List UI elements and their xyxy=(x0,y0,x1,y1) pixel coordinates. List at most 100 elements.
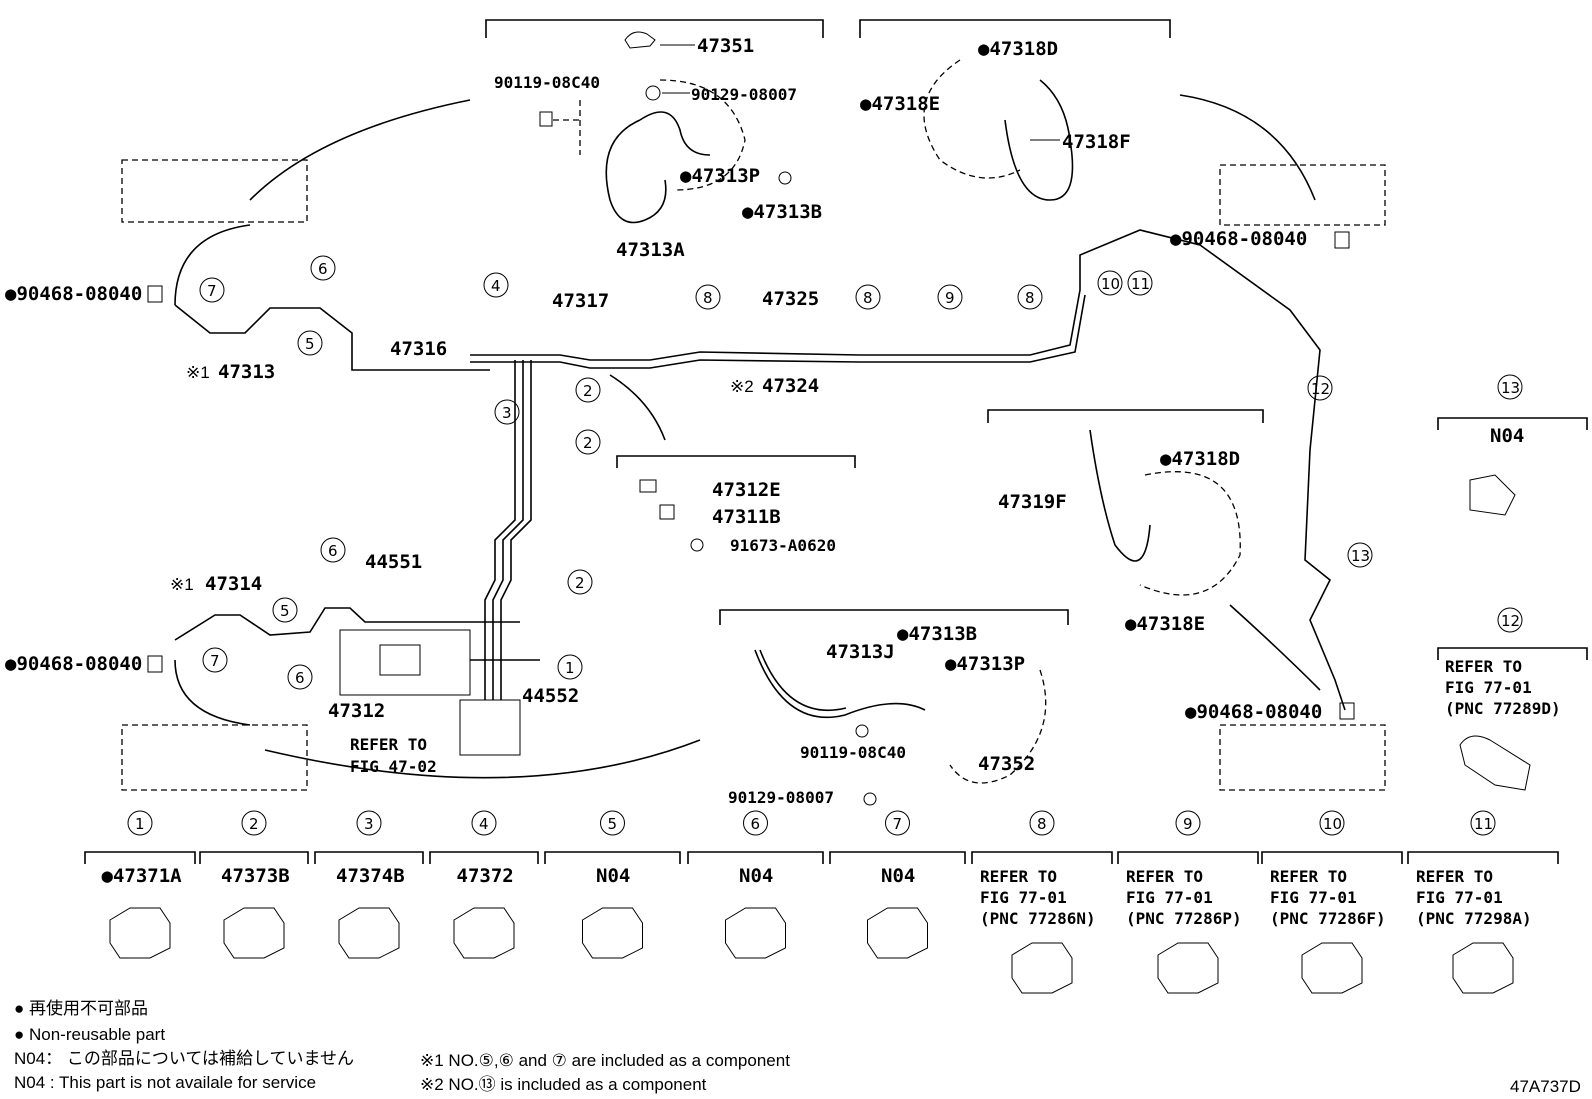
bottom-part-3: 3 47374B xyxy=(314,810,424,959)
part-44552: 44552 xyxy=(522,685,579,707)
brake-tubes xyxy=(174,224,1346,726)
bottom-label-2-1: 47373B xyxy=(221,865,290,887)
bottom-label-7-1: N04 xyxy=(881,865,915,887)
bottom-label-4-1: 47372 xyxy=(457,865,514,887)
part-47325: 47325 xyxy=(762,288,819,310)
svg-text:8: 8 xyxy=(703,289,713,307)
svg-text:2: 2 xyxy=(583,434,593,452)
svg-text:3: 3 xyxy=(502,404,512,422)
legend-line-2: ● Non-reusable part xyxy=(14,1025,165,1044)
part-drawing-4 xyxy=(453,907,515,959)
callout-circle-3 xyxy=(356,810,382,836)
callout-circle-5 xyxy=(600,810,625,836)
part-90468-08040-d: ●90468-08040 xyxy=(1185,701,1322,723)
part-drawing-10 xyxy=(1301,942,1363,994)
bottom-label-8-3: (PNC 77286N) xyxy=(980,909,1096,928)
part-47317: 47317 xyxy=(552,290,609,312)
part-90129-08007-top: 90129-08007 xyxy=(691,85,797,104)
svg-text:8: 8 xyxy=(1025,289,1035,307)
bottom-label-8-2: FIG 77-01 xyxy=(980,888,1067,907)
part-47313P-top: ●47313P xyxy=(680,165,760,187)
callout-circle-11 xyxy=(1470,810,1496,836)
callouts-main: 7 6 5 4 3 2 2 2 1 8 8 9 8 10 11 12 13 6 … xyxy=(199,255,1373,690)
callout-number-8: 8 xyxy=(1037,815,1047,833)
svg-text:4: 4 xyxy=(491,277,501,295)
callout-number-1: 1 xyxy=(135,815,145,833)
bottom-label-11-1: REFER TO xyxy=(1416,867,1493,886)
bottom-label-10-3: (PNC 77286F) xyxy=(1270,909,1386,928)
bottom-label-6-1: N04 xyxy=(739,865,773,887)
right-part-12: 12 REFER TO FIG 77-01 (PNC 77289D) xyxy=(1437,607,1588,791)
body-outline-top-right xyxy=(1219,164,1386,226)
center-detail-group: 47312E 47311B 91673-A0620 xyxy=(616,455,856,555)
bracket-3 xyxy=(314,851,424,864)
callout-number-6: 6 xyxy=(751,815,761,833)
n04-part-13: N04 xyxy=(1490,425,1524,447)
svg-text:6: 6 xyxy=(295,669,305,687)
lower-center-detail-group: 47313J ●47313B ●47313P 90119-08C40 47352… xyxy=(719,609,1069,807)
part-47313P-lower: ●47313P xyxy=(945,653,1025,675)
svg-text:13: 13 xyxy=(1351,547,1370,565)
part-90129-08007-lower: 90129-08007 xyxy=(728,788,834,807)
refer12-line1: REFER TO xyxy=(1445,657,1522,676)
refer12-line3: (PNC 77289D) xyxy=(1445,699,1561,718)
bracket-9 xyxy=(1117,851,1259,864)
callout-circle-1 xyxy=(127,810,153,836)
part-47313J: 47313J xyxy=(826,641,895,663)
bracket-2 xyxy=(199,851,309,864)
note-2: ※2 NO.⑬ is included as a component xyxy=(420,1075,707,1094)
svg-text:12: 12 xyxy=(1311,380,1330,398)
part-90468-08040-b: ●90468-08040 xyxy=(1170,228,1307,250)
bottom-label-11-2: FIG 77-01 xyxy=(1416,888,1503,907)
bracket-7 xyxy=(829,851,966,864)
callout-circle-10 xyxy=(1319,810,1345,836)
part-47314: 47314 xyxy=(205,573,262,595)
part-91673-A0620: 91673-A0620 xyxy=(730,536,836,555)
arrow-top-right xyxy=(1179,94,1316,201)
svg-text:9: 9 xyxy=(945,289,955,307)
bottom-label-10-2: FIG 77-01 xyxy=(1270,888,1357,907)
part-47319F: 47319F xyxy=(998,491,1067,513)
bracket-10 xyxy=(1261,851,1403,864)
svg-text:12: 12 xyxy=(1501,612,1520,630)
svg-text:6: 6 xyxy=(328,542,338,560)
svg-text:6: 6 xyxy=(318,260,328,278)
bottom-label-3-1: 47374B xyxy=(336,865,405,887)
svg-text:11: 11 xyxy=(1131,275,1150,293)
part-drawing-1 xyxy=(109,907,171,959)
svg-text:1: 1 xyxy=(565,659,575,677)
part-drawing-2 xyxy=(223,907,285,959)
legend-line-3: N04： この部品については補給していません xyxy=(14,1049,354,1068)
refer12-line2: FIG 77-01 xyxy=(1445,678,1532,697)
part-drawing-6 xyxy=(725,907,786,959)
callout-circle-6 xyxy=(743,810,768,836)
part-44551: 44551 xyxy=(365,551,422,573)
callout-number-2: 2 xyxy=(249,815,259,833)
part-47318E-top: ●47318E xyxy=(860,93,940,115)
right-part-13: 13 N04 xyxy=(1437,374,1588,516)
part-drawing-3 xyxy=(338,907,400,959)
top-right-detail-group: ●47318D ●47318E 47318F xyxy=(859,19,1171,201)
actuator-block xyxy=(339,629,540,756)
callout-circle-8 xyxy=(1029,810,1055,836)
bottom-label-5-1: N04 xyxy=(596,865,630,887)
bracket-11 xyxy=(1407,851,1559,864)
callout-circle-9 xyxy=(1175,810,1201,836)
part-90119-08C40-top: 90119-08C40 xyxy=(494,73,600,92)
part-90468-08040-a: ●90468-08040 xyxy=(5,283,142,305)
svg-text:7: 7 xyxy=(210,652,220,670)
bracket-1 xyxy=(84,851,196,864)
part-47311B: 47311B xyxy=(712,506,781,528)
part-47312E: 47312E xyxy=(712,479,781,501)
callout-number-3: 3 xyxy=(364,815,374,833)
callout-number-5: 5 xyxy=(608,815,618,833)
callout-circle-4 xyxy=(471,810,497,836)
svg-text:2: 2 xyxy=(583,382,593,400)
legend-line-1: ● 再使用不可部品 xyxy=(14,998,148,1018)
